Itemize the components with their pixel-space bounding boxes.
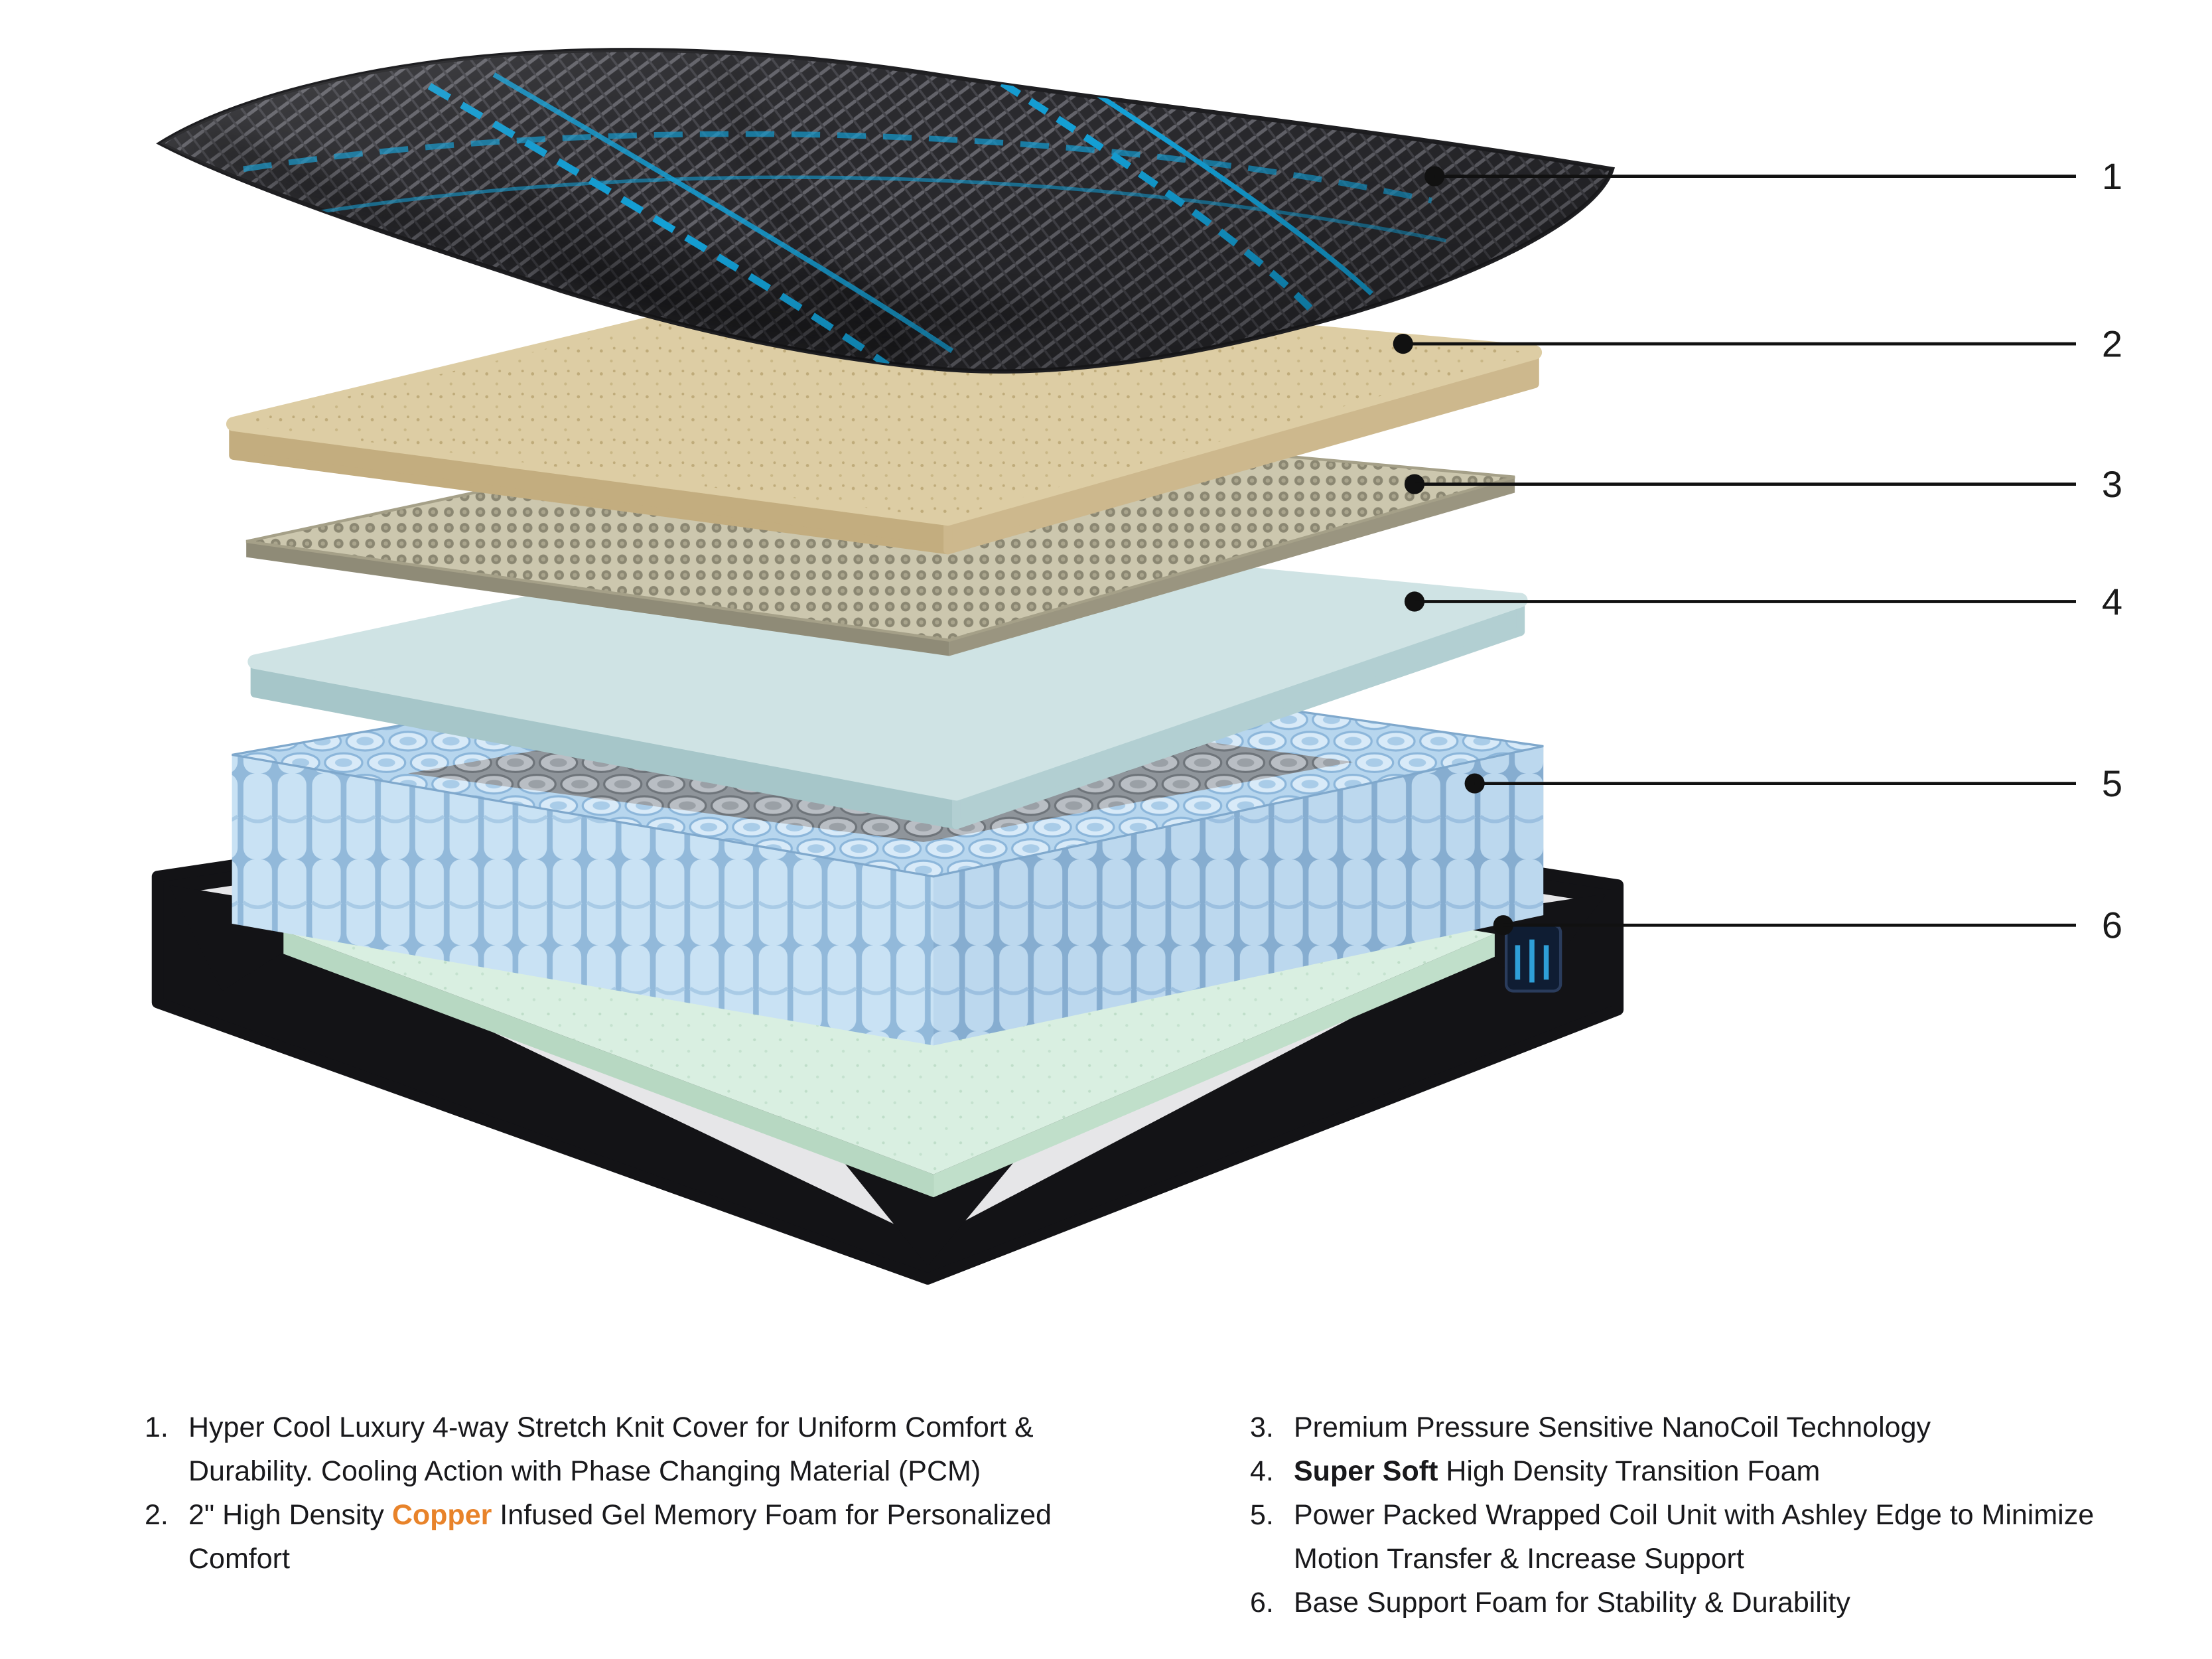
callout-2-label: 2 [2102,323,2122,365]
callout-5: 5 [1464,762,2122,804]
knit-cover-shading [160,50,1612,372]
layer-knit-cover [156,48,1616,374]
legend-item-6-number: 6. [1250,1587,1274,1619]
callout-6: 6 [1493,904,2122,946]
legend-item-3: 3. Premium Pressure Sensitive NanoCoil T… [1250,1406,2112,1449]
coil-side-right [933,746,1544,1046]
legend-item-1-text: Hyper Cool Luxury 4-way Stretch Knit Cov… [188,1411,1034,1487]
legend-item-1-number: 1. [145,1411,169,1443]
legend-item-5-text: Power Packed Wrapped Coil Unit with Ashl… [1294,1499,2095,1575]
legend-column-left: 1. Hyper Cool Luxury 4-way Stretch Knit … [145,1406,1146,1581]
nanocoil-side-left [246,541,949,656]
coil-side-left [232,755,933,1046]
callout-1-label: 1 [2102,155,2122,197]
callout-6-label: 6 [2102,904,2122,946]
legend-item-2: 2. 2" High Density Copper Infused Gel Me… [145,1493,1146,1581]
legend-item-5-number: 5. [1250,1499,1274,1531]
base-foam-side-left [283,930,933,1198]
nanocoil-side-right [949,476,1515,656]
legend-item-6-text: Base Support Foam for Stability & Durabi… [1294,1587,1850,1619]
legend-item-4-text: Super Soft High Density Transition Foam [1294,1455,1821,1487]
legend-item-5: 5. Power Packed Wrapped Coil Unit with A… [1250,1493,2112,1581]
callout-3: 3 [1404,463,2122,505]
callouts: 1 2 3 4 5 6 [1393,155,2122,946]
legend-item-4-number: 4. [1250,1455,1274,1487]
callout-5-label: 5 [2102,762,2122,804]
callout-4-label: 4 [2102,581,2122,622]
legend-item-2-text: 2" High Density Copper Infused Gel Memor… [188,1499,1052,1575]
callout-2: 2 [1393,323,2122,365]
callout-1: 1 [1424,155,2122,197]
exploded-view-diagram: 1 2 3 4 5 6 [151,48,2122,1285]
legend-column-right: 3. Premium Pressure Sensitive NanoCoil T… [1250,1406,2112,1624]
legend-item-3-text: Premium Pressure Sensitive NanoCoil Tech… [1294,1411,1931,1443]
legend-item-4: 4. Super Soft High Density Transition Fo… [1250,1449,2112,1493]
legend-item-2-number: 2. [145,1499,169,1531]
base-foam-side-right [933,934,1495,1198]
legend-item-6: 6. Base Support Foam for Stability & Dur… [1250,1581,2112,1624]
super-soft-highlight: Super Soft [1294,1455,1438,1487]
legend-item-1: 1. Hyper Cool Luxury 4-way Stretch Knit … [145,1406,1146,1493]
callout-4: 4 [1404,581,2122,622]
brand-logo [1504,924,1562,993]
copper-highlight: Copper [391,1499,492,1531]
callout-3-label: 3 [2102,463,2122,505]
legend-item-3-number: 3. [1250,1411,1274,1443]
